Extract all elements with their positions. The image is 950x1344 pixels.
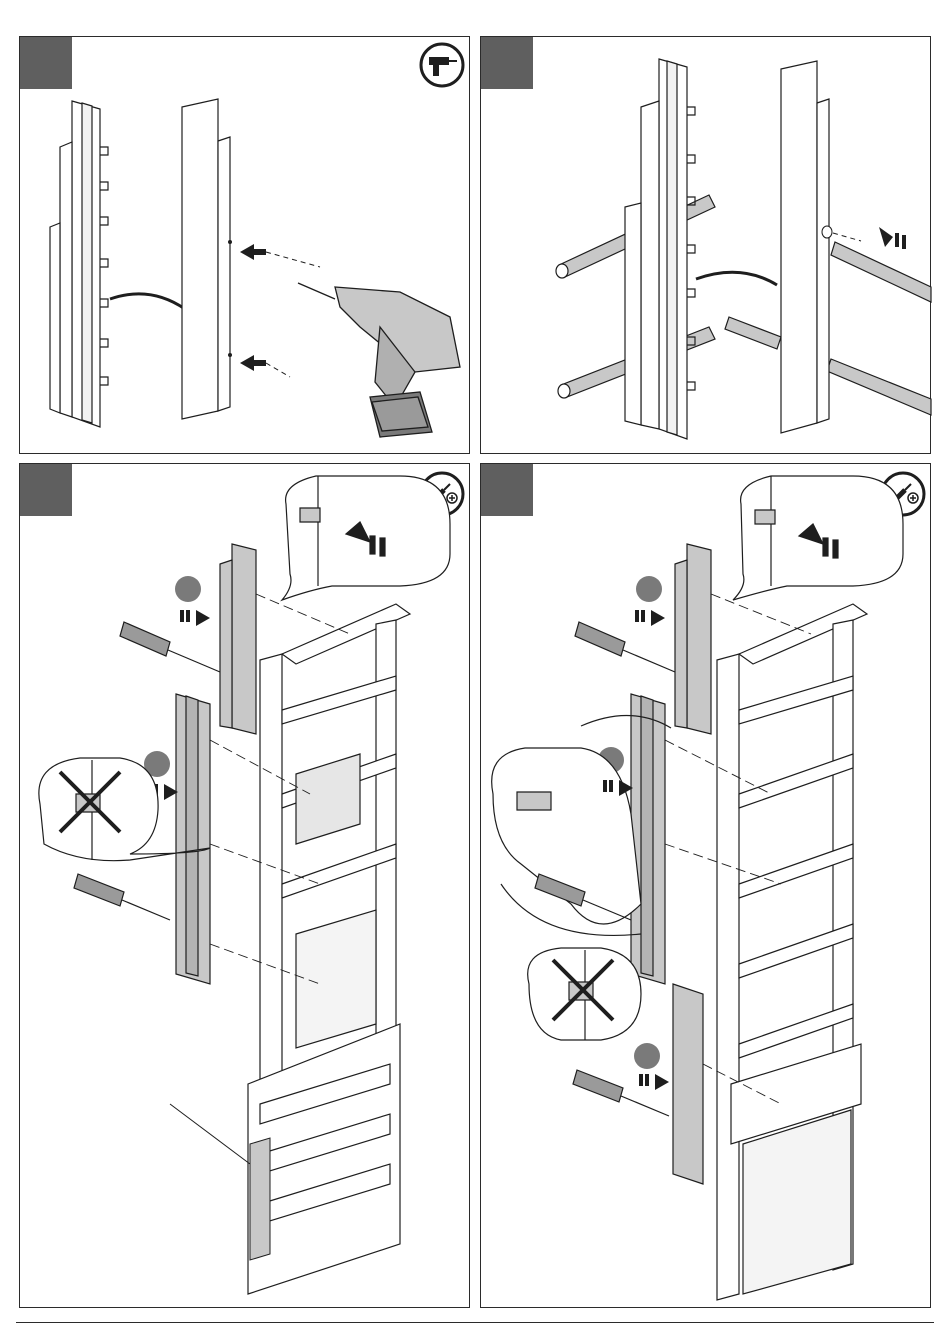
panel-step-2 <box>480 36 931 454</box>
screwdriver <box>575 622 675 672</box>
rail-drilling-diagram <box>20 37 471 455</box>
panel-step-1 <box>19 36 470 454</box>
zoom-callout-clip <box>733 476 903 600</box>
screwdriver <box>120 622 220 672</box>
callout-dot <box>175 576 201 602</box>
middle-rail <box>176 694 210 984</box>
lower-rail <box>250 1138 270 1260</box>
leader-line <box>170 1104 250 1164</box>
left-rail <box>625 59 687 439</box>
screwdriver <box>74 874 170 920</box>
drill-hole-arrows <box>240 244 266 371</box>
right-rail <box>182 99 230 419</box>
cabinet-frame <box>248 604 410 1294</box>
panel-step-3 <box>19 463 470 1308</box>
rail-mounting-diagram-b <box>481 464 932 1309</box>
zoom-callout-clip <box>282 476 450 600</box>
callout-dot <box>634 1043 660 1069</box>
left-rail-slots <box>100 147 108 385</box>
transfer-arrow <box>110 294 185 309</box>
callout-dot <box>636 576 662 602</box>
panel-step-4 <box>480 463 931 1308</box>
wrong-orientation-callout <box>528 948 641 1040</box>
rail-pin-insert-diagram <box>481 37 932 455</box>
transfer-arrow <box>696 272 777 285</box>
rail-mounting-diagram-a <box>20 464 471 1309</box>
lower-rail <box>673 984 703 1184</box>
cabinet-frame <box>717 604 867 1300</box>
upper-rail <box>220 544 256 734</box>
support-rods <box>556 195 931 415</box>
left-rail <box>50 101 100 427</box>
middle-rail <box>631 694 665 984</box>
screwdriver <box>573 1070 669 1116</box>
page-bottom-rule <box>16 1322 934 1323</box>
push-arrow <box>879 227 906 249</box>
cordless-drill <box>298 283 460 437</box>
upper-rail <box>675 544 711 734</box>
right-rail <box>781 61 829 433</box>
